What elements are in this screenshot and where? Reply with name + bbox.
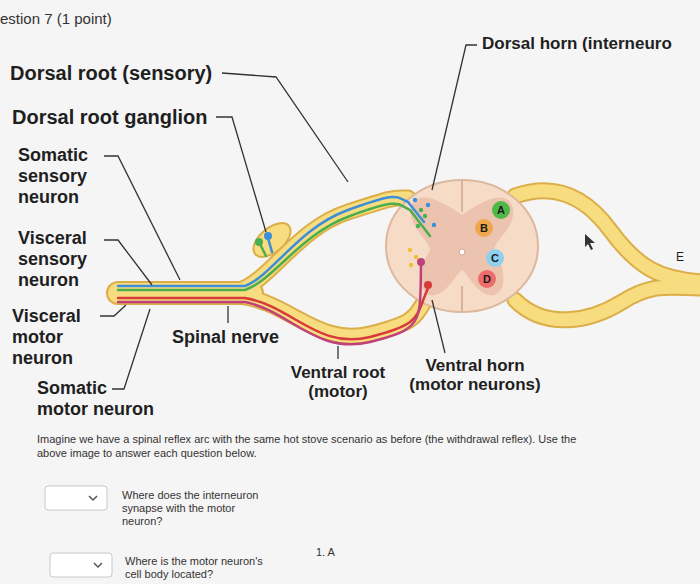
part-label: Somatic sensory neuron	[18, 145, 118, 208]
leader-line	[432, 45, 477, 190]
right-ventral-nerve	[515, 287, 700, 320]
leader-line	[337, 346, 338, 359]
part-label: Visceral motor neuron	[12, 306, 112, 369]
synapse-dots	[408, 198, 436, 267]
dot	[409, 263, 413, 267]
callout-letter: A	[497, 205, 505, 216]
callout-letter: B	[480, 223, 488, 234]
question-title: estion 7 (1 point)	[0, 10, 112, 28]
median-fissure	[461, 286, 463, 312]
spinal-cord	[386, 180, 538, 312]
dropdown-chevron	[94, 563, 102, 567]
leader-line	[432, 300, 445, 353]
callout-letter: E	[676, 250, 684, 264]
question-text: Where is the motor neuron's cell body lo…	[125, 555, 275, 581]
part-label: Dorsal horn (interneuro	[482, 34, 672, 54]
dot	[419, 208, 423, 212]
question-text: Imagine we have a spinal reflex arc with…	[37, 432, 582, 460]
dot	[432, 223, 436, 227]
leader-line	[104, 156, 180, 280]
neuron-paths	[118, 197, 430, 344]
ganglion-stalk	[260, 244, 266, 256]
question-text: Where does the interneuron synapse with …	[122, 489, 272, 528]
letter-marker: B	[475, 219, 493, 237]
cursor-mark	[585, 234, 595, 250]
part-label: Dorsal root ganglion	[12, 105, 208, 129]
dot	[426, 203, 430, 207]
leader-line	[104, 240, 152, 285]
part-label: Visceral sensory neuron	[18, 228, 118, 291]
cell-body	[255, 238, 263, 246]
leader-line	[227, 306, 228, 323]
dropdown-box	[45, 486, 107, 510]
answer-option: 1. A	[316, 546, 335, 559]
leader-lines	[100, 45, 477, 389]
letter-marker: D	[478, 270, 496, 288]
ganglion-stalk	[268, 238, 272, 252]
letter-marker: C	[486, 249, 504, 267]
gray-matter	[411, 198, 513, 296]
part-label: Ventral horn (motor neurons)	[400, 356, 550, 394]
dot	[408, 248, 412, 252]
central-canal	[459, 249, 465, 255]
right-dorsal-nerve	[515, 191, 700, 282]
callout-letter: C	[491, 253, 499, 264]
right-ventral-nerve	[515, 287, 700, 320]
cell-body	[264, 232, 272, 240]
part-label: Somatic motor neuron	[37, 378, 162, 420]
letter-marker: A	[492, 201, 510, 219]
dot	[423, 214, 427, 218]
callout-letter: D	[483, 274, 491, 285]
dorsal-root	[240, 198, 408, 290]
cell-body	[424, 281, 432, 289]
dot	[414, 255, 418, 259]
part-label: Dorsal root (sensory)	[10, 61, 212, 85]
part-label: Spinal nerve	[172, 327, 279, 349]
visceral-sensory-path	[118, 204, 430, 290]
part-label: Ventral root (motor)	[283, 363, 393, 401]
leader-line	[100, 305, 126, 316]
right-dorsal-nerve	[515, 191, 700, 282]
cell-body	[417, 258, 425, 266]
dropdown-box	[50, 553, 112, 577]
leader-line	[222, 73, 348, 182]
median-sulcus	[461, 181, 463, 212]
dot	[413, 198, 417, 202]
leader-line	[216, 117, 266, 232]
dropdown-chevron	[89, 496, 97, 500]
leader-line	[112, 309, 150, 389]
dorsal-root	[240, 198, 408, 290]
dot	[416, 224, 420, 228]
